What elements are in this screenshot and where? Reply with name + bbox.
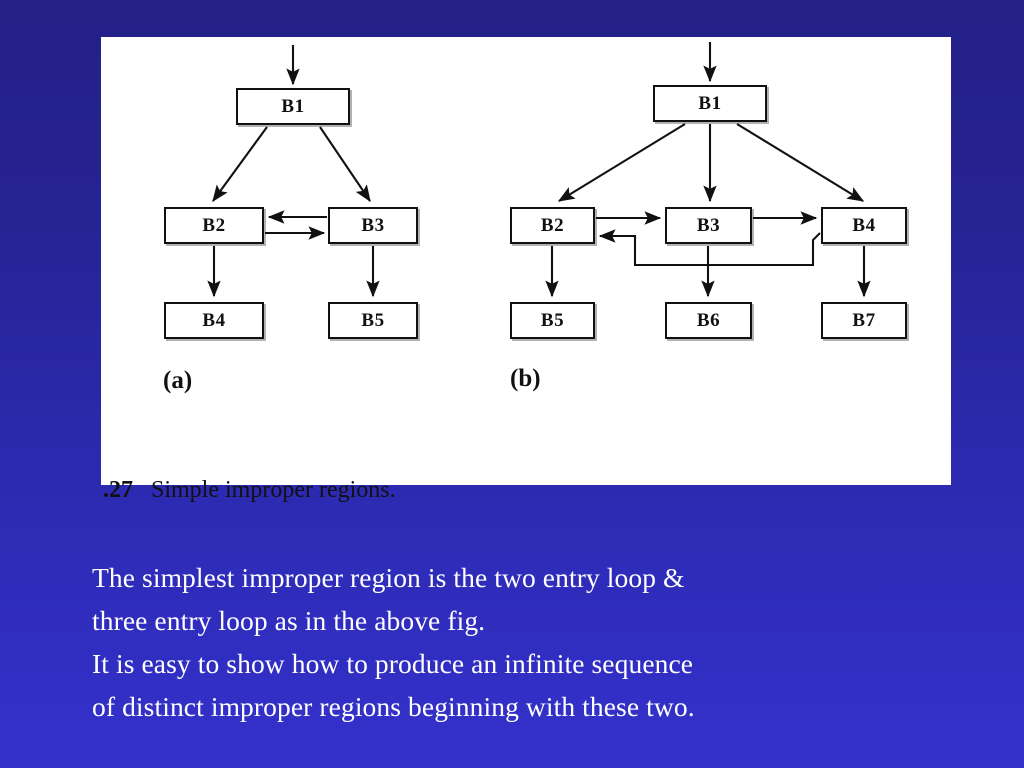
node-label: B3 [696, 214, 721, 236]
node-b-b2[interactable]: B2 [510, 207, 595, 244]
node-b-b3[interactable]: B3 [665, 207, 752, 244]
body-line-2: three entry loop as in the above fig. [92, 605, 486, 636]
node-label: B2 [202, 214, 226, 236]
panel-label-a: (a) [163, 367, 193, 394]
node-b-b1[interactable]: B1 [653, 85, 767, 122]
edge-b1-b4 [736, 123, 865, 202]
node-label: B4 [852, 214, 876, 236]
node-a-b5[interactable]: B5 [328, 302, 418, 339]
edge-b4-b2-feedback [598, 229, 821, 267]
node-label: B2 [540, 214, 565, 236]
node-a-b4[interactable]: B4 [164, 302, 264, 339]
figure-caption: .27 Simple improper regions. [103, 477, 396, 504]
node-label: B5 [540, 309, 565, 331]
node-label: B3 [361, 214, 385, 236]
edge-b1-b3 [319, 126, 371, 203]
node-a-b1[interactable]: B1 [236, 88, 350, 125]
node-b-b4[interactable]: B4 [821, 207, 907, 244]
slide-body-text: The simplest improper region is the two … [92, 556, 992, 728]
node-label: B1 [281, 95, 305, 117]
body-line-3: It is easy to show how to produce an inf… [92, 648, 694, 679]
diagram-panel-b: B1 B2 B3 B4 B5 B6 B7 (b) [501, 37, 951, 397]
node-b-b7[interactable]: B7 [821, 302, 907, 339]
figure-caption-text: Simple improper regions. [151, 477, 396, 503]
node-label: B1 [698, 92, 722, 114]
diagram-panel-a: B1 B2 B3 B4 B5 (a) [101, 37, 531, 397]
body-line-4: of distinct improper regions beginning w… [92, 691, 695, 722]
diagram-b-edges [545, 42, 871, 298]
node-label: B5 [361, 309, 385, 331]
node-label: B4 [202, 309, 226, 331]
panel-label-b: (b) [510, 365, 541, 392]
diagram-a-edges [207, 45, 380, 298]
node-b-b5[interactable]: B5 [510, 302, 595, 339]
node-b-b6[interactable]: B6 [665, 302, 752, 339]
node-label: B7 [852, 309, 876, 331]
edge-b1-b2 [212, 126, 268, 203]
node-a-b2[interactable]: B2 [164, 207, 264, 244]
figure-panel: B1 B2 B3 B4 B5 (a) [101, 37, 951, 503]
body-line-1: The simplest improper region is the two … [92, 562, 685, 593]
node-a-b3[interactable]: B3 [328, 207, 418, 244]
node-label: B6 [696, 309, 721, 331]
figure-caption-number: .27 [103, 477, 133, 503]
edge-b1-b2 [557, 123, 686, 202]
